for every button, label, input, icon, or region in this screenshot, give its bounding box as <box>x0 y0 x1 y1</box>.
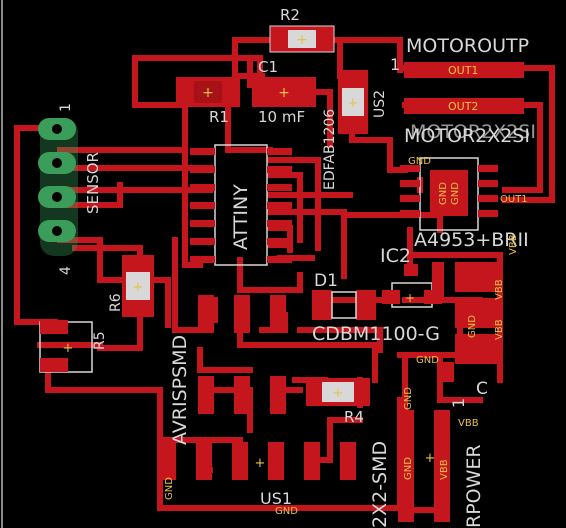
label-c1: C1 <box>258 58 278 76</box>
marker: + <box>333 386 344 401</box>
trace[interactable] <box>57 237 123 283</box>
trace[interactable] <box>152 277 171 328</box>
component-us1[interactable]: + GND US1 GND 2X2-SMD <box>160 441 391 528</box>
ic-attiny[interactable]: ATTINY <box>190 144 292 266</box>
label-vbb-1: VBB <box>508 234 519 255</box>
label-gnd-side: GND <box>467 315 478 338</box>
label-gnd-ic2: GND <box>416 355 439 366</box>
marker: + <box>202 85 214 101</box>
label-gnd-power: GND <box>403 457 414 480</box>
label-attiny: ATTINY <box>230 184 252 250</box>
label-us1: US1 <box>260 489 292 508</box>
header-avrispsmd[interactable]: AVRISPSMD <box>169 295 286 445</box>
label-gnd-pad-b: GND <box>450 182 461 205</box>
label-power-pin: 1 <box>449 398 468 408</box>
label-vbb-2: VBB <box>494 279 505 300</box>
label-out1-top: OUT1 <box>448 64 478 77</box>
trace[interactable] <box>297 327 383 353</box>
label-sensor-pin1: 1 <box>58 103 74 112</box>
label-r1: R1 <box>209 108 229 126</box>
label-motor-ic-shadow: MOTOR2X2SI <box>410 121 536 143</box>
label-motoroutput: MOTOROUTP <box>406 35 529 57</box>
label-vbb-3: VBB <box>494 319 505 340</box>
label-c-small: C <box>476 379 488 399</box>
trace[interactable] <box>309 417 363 463</box>
trace[interactable] <box>237 257 303 293</box>
marker: + <box>348 96 359 111</box>
label-d1: D1 <box>314 271 338 291</box>
label-sensor: SENSOR <box>84 152 102 214</box>
ic-a4953[interactable]: GND GND GND OUT1 MOTOR2X2SI MOTOR2X2SI A… <box>400 121 536 255</box>
label-motoroutput-pin: 1 <box>390 55 400 74</box>
marker: + <box>405 291 415 305</box>
resistor-r1[interactable]: + R1 <box>176 77 240 126</box>
label-out1-right: OUT1 <box>500 194 528 205</box>
trace[interactable] <box>437 352 483 403</box>
trace[interactable] <box>267 172 303 243</box>
component-us2[interactable]: + EDFAB1206 US2 <box>322 70 388 190</box>
label-avrispsmd: AVRISPSMD <box>169 335 191 445</box>
label-gnd-ic: GND <box>408 156 431 167</box>
label-r4: R4 <box>344 408 364 426</box>
label-2x2smd: 2X2-SMD <box>369 441 391 528</box>
trace[interactable] <box>182 107 203 268</box>
label-motor-ic: MOTOR2X2SI <box>404 125 530 147</box>
marker: + <box>255 456 266 471</box>
marker: + <box>278 85 290 101</box>
trace[interactable] <box>132 55 188 108</box>
resistor-r2[interactable]: + R2 <box>269 6 335 53</box>
label-gnd-bottom-left: GND <box>164 477 175 500</box>
diode-d1[interactable]: D1 CDBM1100-G <box>312 271 440 345</box>
trace[interactable] <box>172 237 198 333</box>
capacitor-c1[interactable]: + C1 10 mF <box>252 58 316 126</box>
label-power: RPOWER <box>463 444 485 528</box>
label-r5: R5 <box>92 331 108 350</box>
trace[interactable] <box>225 107 273 153</box>
trace[interactable] <box>197 347 253 373</box>
connector-power[interactable]: GND VBB GND VBB + RPOWER 1 <box>398 387 485 528</box>
label-ic2: IC2 <box>380 245 411 267</box>
label-cdbm: CDBM1100-G <box>312 323 440 345</box>
connector-motoroutput[interactable]: OUT1 OUT2 MOTOROUTP 1 <box>390 35 529 114</box>
resistor-r6[interactable]: + R6 <box>108 255 154 317</box>
marker: + <box>133 280 144 295</box>
header-sensor[interactable]: SENSOR 1 4 <box>38 103 102 275</box>
resistor-r4[interactable]: + R4 <box>306 378 370 426</box>
label-us2: US2 <box>372 90 388 118</box>
label-sensor-pin4: 4 <box>58 266 74 275</box>
label-gnd-pad-a: GND <box>438 182 449 205</box>
capacitor-right-column[interactable]: VBB VBB GND C GND <box>416 262 505 399</box>
label-vbb-power: VBB <box>439 459 450 480</box>
trace[interactable] <box>267 157 321 251</box>
label-out2-top: OUT2 <box>448 100 478 113</box>
label-c1-value: 10 mF <box>258 108 305 126</box>
marker: + <box>296 32 308 48</box>
label-a4953: A4953+BRII <box>414 229 529 251</box>
label-gnd-bottom-mid: GND <box>275 506 298 517</box>
label-edfab1206: EDFAB1206 <box>322 109 338 190</box>
marker: + <box>425 451 436 466</box>
label-r6: R6 <box>108 293 124 312</box>
trace[interactable] <box>45 362 163 393</box>
resistor-r5[interactable]: + R5 <box>39 320 108 373</box>
trace[interactable] <box>57 182 123 208</box>
label-r2: R2 <box>280 6 300 24</box>
label-vbb-4: VBB <box>458 418 479 429</box>
marker: + <box>63 341 74 356</box>
label-gnd-top: GND <box>403 387 414 410</box>
trace[interactable] <box>97 307 143 351</box>
